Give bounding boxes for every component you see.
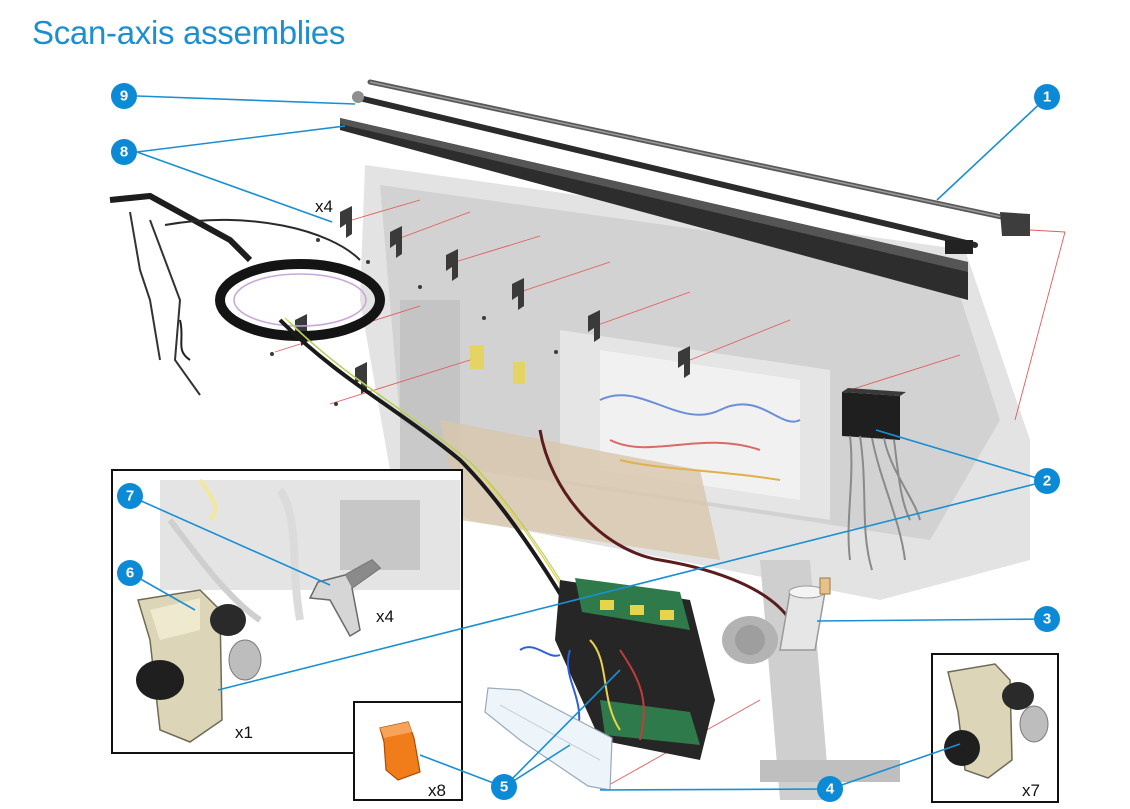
callout-1: 1 [1034,84,1060,110]
callout-7: 7 [117,483,143,509]
callout-8: 8 [111,139,137,165]
connector-block [842,388,921,571]
callout-2: 2 [1034,468,1060,494]
trailing-cable [109,192,792,621]
part7-quantity: x4 [376,607,394,626]
callout-5-label: 5 [500,779,508,796]
callout-8-label: 8 [120,144,128,161]
page-title: Scan-axis assemblies [32,14,346,51]
clear-cover [484,687,613,791]
callout-9: 9 [111,83,137,109]
bracket-quantity: x4 [315,197,333,216]
callout-3: 3 [1034,606,1060,632]
callout-4: 4 [817,776,843,802]
leader-lines [129,95,1048,791]
callout-2-label: 2 [1043,473,1051,490]
callout-4-label: 4 [826,781,835,798]
callout-9-label: 9 [120,88,128,105]
callout-3-label: 3 [1043,611,1051,628]
carriage-brackets [270,206,690,406]
cylinder-sensor [779,577,831,651]
callout-6: 6 [117,560,143,586]
callout-7-label: 7 [126,488,134,505]
connector-quantity: x8 [428,781,446,800]
callout-6-label: 6 [126,565,134,582]
part4-quantity: x7 [1022,781,1040,800]
inset-carriage-unit [931,653,1059,803]
part6-quantity: x1 [235,723,253,742]
scan-rods [340,79,1030,300]
callout-5: 5 [491,774,517,800]
callout-1-label: 1 [1043,89,1051,106]
inset-connector [353,701,463,801]
pcb-assembly [519,578,715,760]
